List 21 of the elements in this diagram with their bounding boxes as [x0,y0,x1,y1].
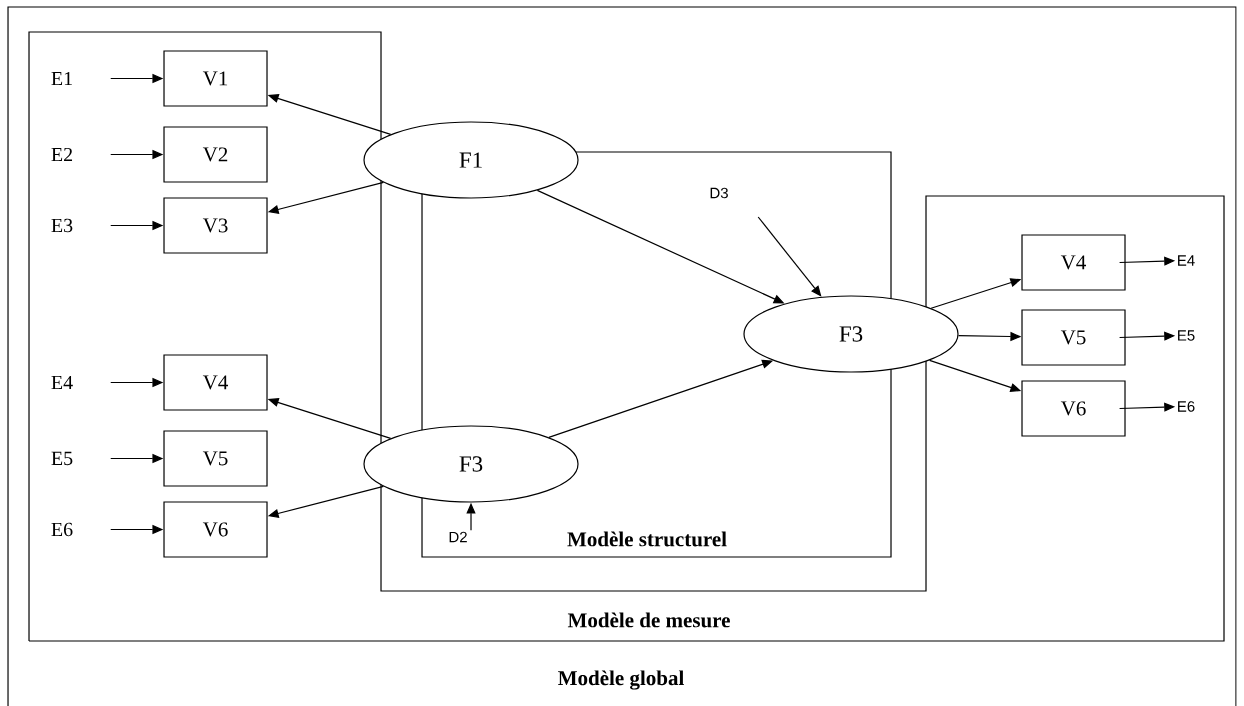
term-label: D2 [449,531,467,543]
arrow [757,216,822,297]
variable-box: V1 [163,50,268,107]
variable-box: V4 [1021,234,1126,291]
error-label: E1 [51,71,72,86]
variable-box: V5 [1021,309,1126,366]
variable-box: V4 [163,354,268,411]
error-label: E5 [51,451,73,466]
term-label: E4 [1178,255,1195,266]
term-label: E6 [1178,401,1195,412]
variable-box: V2 [163,126,268,183]
variable-box: V5 [163,430,268,487]
error-label: E4 [51,375,73,390]
variable-box: V3 [163,197,268,254]
error-label: E3 [51,218,73,233]
variable-box: V6 [1021,380,1126,437]
error-label: E6 [51,522,73,537]
term-label: D3 [710,187,728,199]
term-label: E5 [1178,330,1195,341]
variable-box: V6 [163,501,268,558]
error-label: E2 [51,147,72,162]
